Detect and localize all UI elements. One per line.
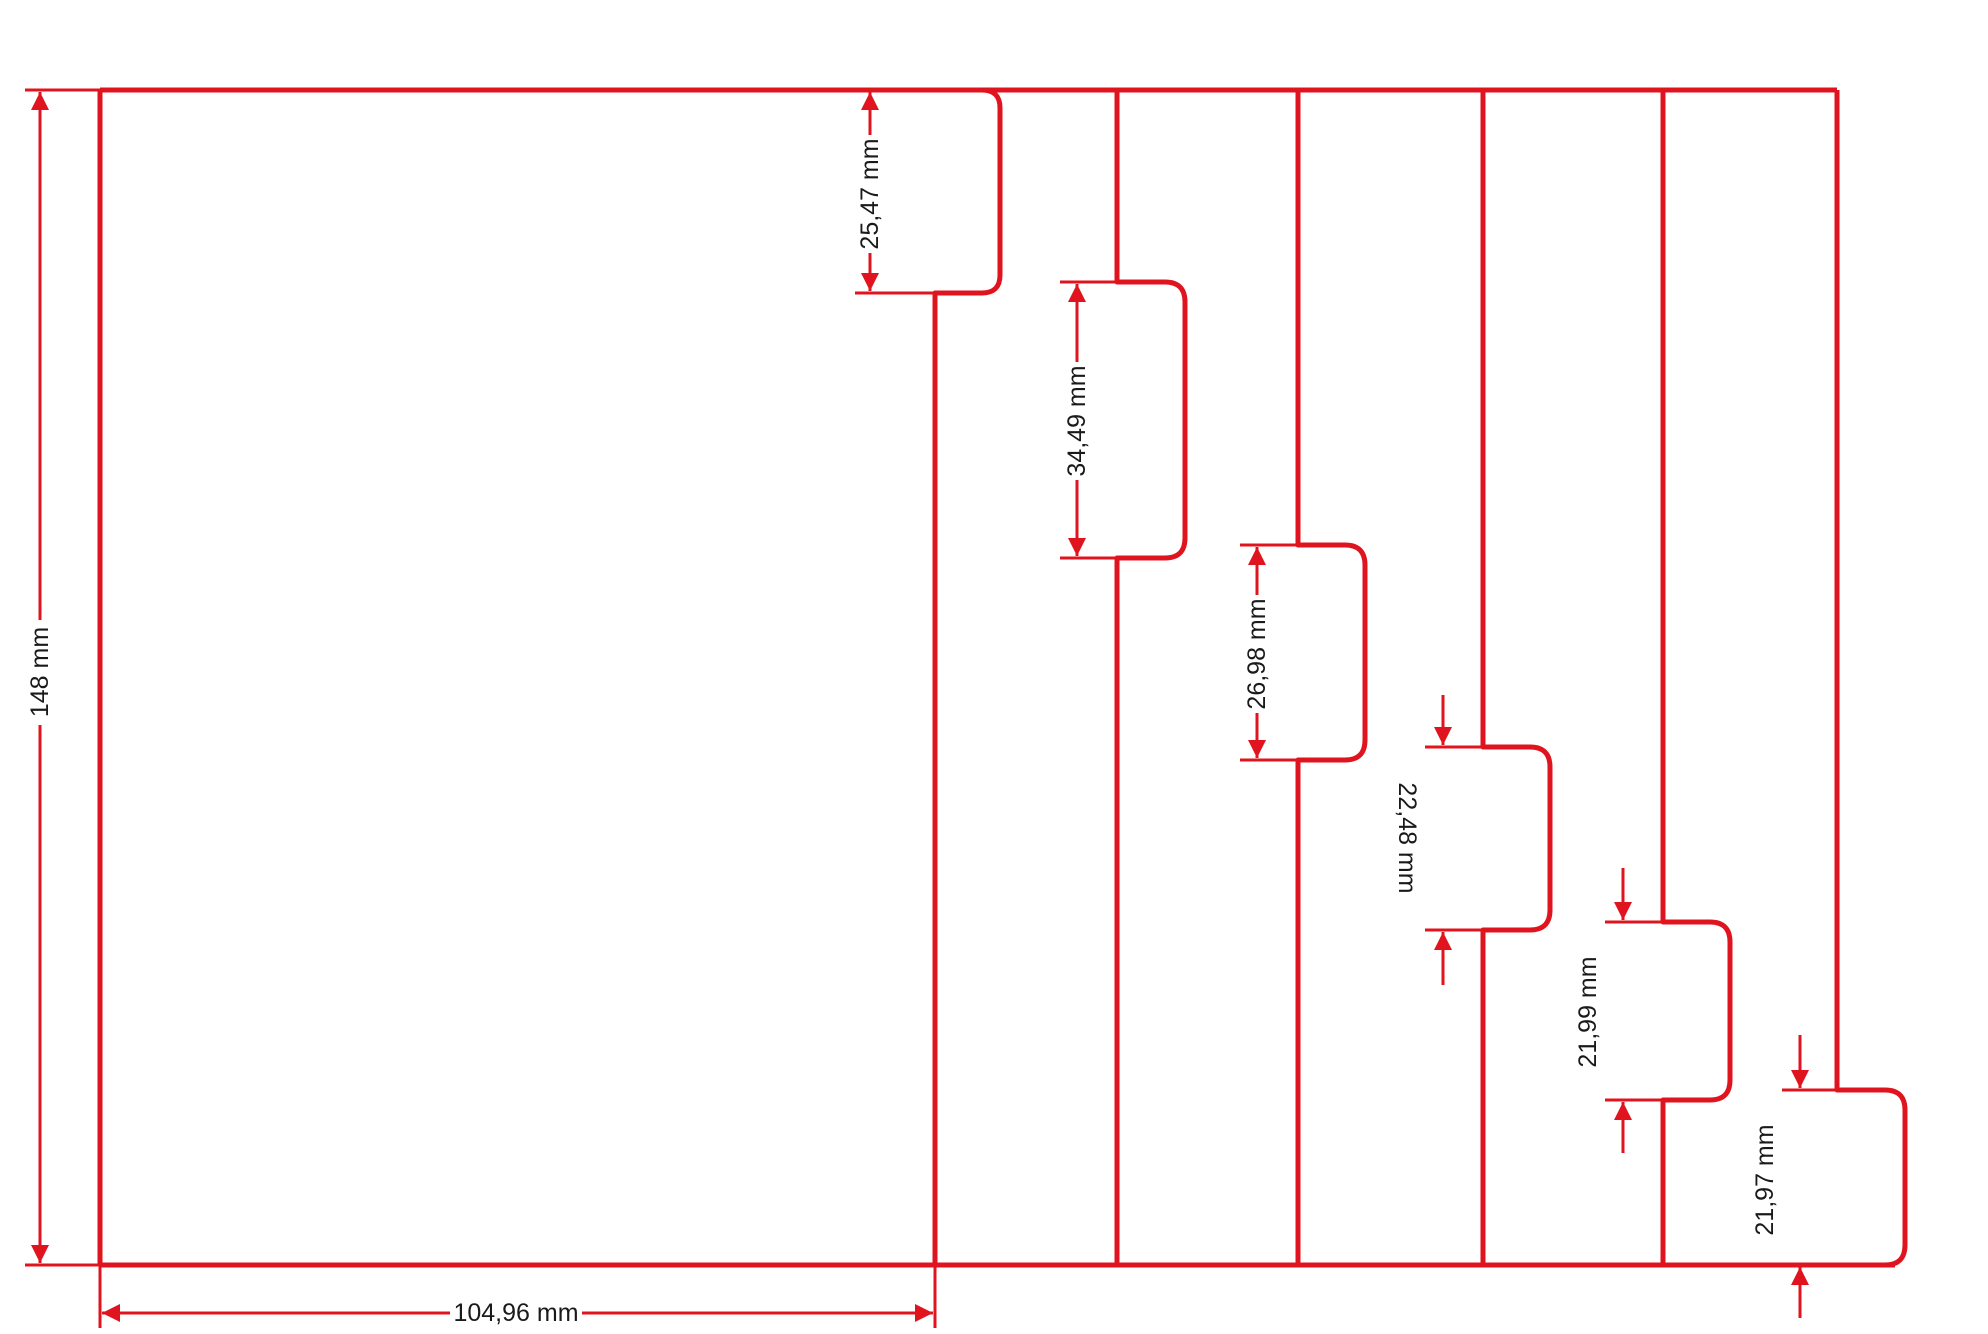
tab-outline-3 [1295, 90, 1368, 1265]
label-tab6: 21,97 mm [1751, 1124, 1779, 1235]
label-tab1: 25,47 mm [856, 138, 884, 249]
label-tab4: 22,48 mm [1393, 782, 1421, 893]
label-width: 104,96 mm [453, 1299, 578, 1327]
label-tab2: 34,49 mm [1063, 365, 1091, 476]
tab-outline-6 [1834, 90, 1908, 1268]
label-height: 148 mm [26, 627, 54, 717]
label-tab5: 21,99 mm [1574, 956, 1602, 1067]
label-tab3: 26,98 mm [1243, 598, 1271, 709]
tab-outline-5 [1660, 90, 1733, 1265]
tab-outline-2 [1114, 90, 1188, 1265]
tab-outline-4 [1480, 90, 1553, 1265]
tab-outline-1 [932, 87, 1003, 1265]
